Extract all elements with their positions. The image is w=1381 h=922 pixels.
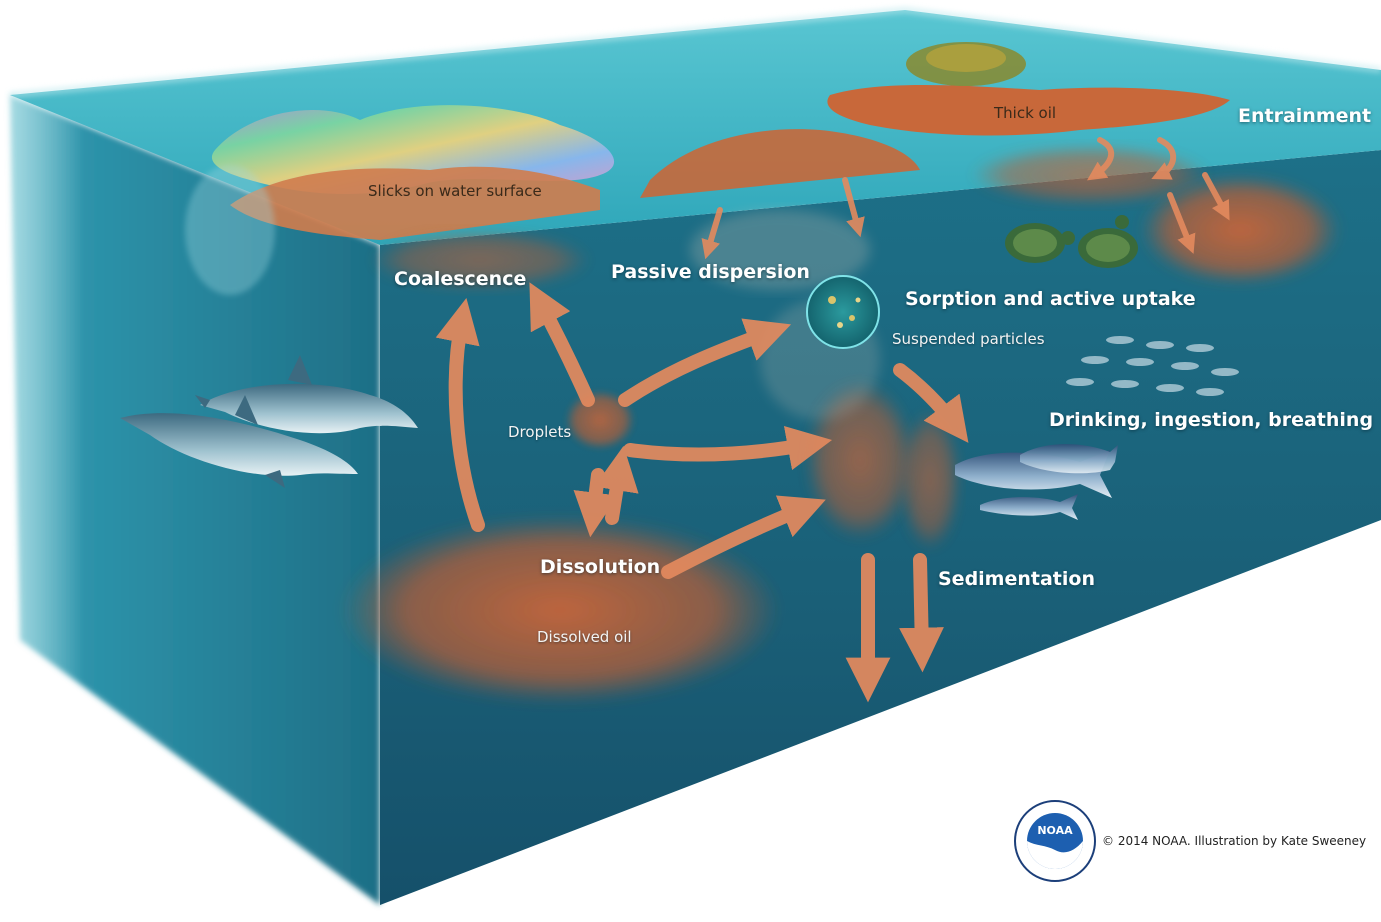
surface-slick bbox=[230, 166, 600, 240]
noaa-logo-text: NOAA bbox=[1037, 824, 1073, 837]
sea-turtle-icon bbox=[1078, 215, 1138, 268]
label-entrainment: Entrainment bbox=[1238, 105, 1372, 127]
fish-school-icon bbox=[1066, 336, 1239, 396]
tuna-icon bbox=[980, 494, 1078, 520]
tuna-icon bbox=[1020, 444, 1118, 474]
sea-turtle-icon bbox=[1005, 223, 1075, 263]
label-thick-oil: Thick oil bbox=[994, 104, 1057, 122]
process-arrows bbox=[435, 282, 969, 703]
fish-school-icon bbox=[185, 165, 275, 295]
label-coalescence: Coalescence bbox=[394, 268, 527, 290]
label-droplets: Droplets bbox=[508, 423, 572, 441]
surface-arrows bbox=[701, 137, 1230, 260]
label-passive-dispersion: Passive dispersion bbox=[611, 261, 810, 283]
suspended-particles-circle bbox=[806, 275, 880, 349]
water-side-face bbox=[10, 95, 380, 905]
label-dissolution: Dissolution bbox=[540, 556, 661, 578]
label-sedimentation: Sedimentation bbox=[938, 568, 1095, 590]
noaa-logo-icon: NOAA bbox=[1014, 800, 1096, 882]
label-sorption: Sorption and active uptake bbox=[905, 288, 1196, 310]
label-drinking: Drinking, ingestion, breathing bbox=[1049, 409, 1374, 431]
thick-oil bbox=[827, 85, 1230, 136]
label-dissolved-oil: Dissolved oil bbox=[537, 628, 632, 646]
label-slicks: Slicks on water surface bbox=[368, 182, 542, 200]
credit-line: © 2014 NOAA. Illustration by Kate Sweene… bbox=[1102, 834, 1367, 848]
label-suspended-particles: Suspended particles bbox=[892, 330, 1045, 348]
dolphin-icon bbox=[120, 395, 358, 488]
